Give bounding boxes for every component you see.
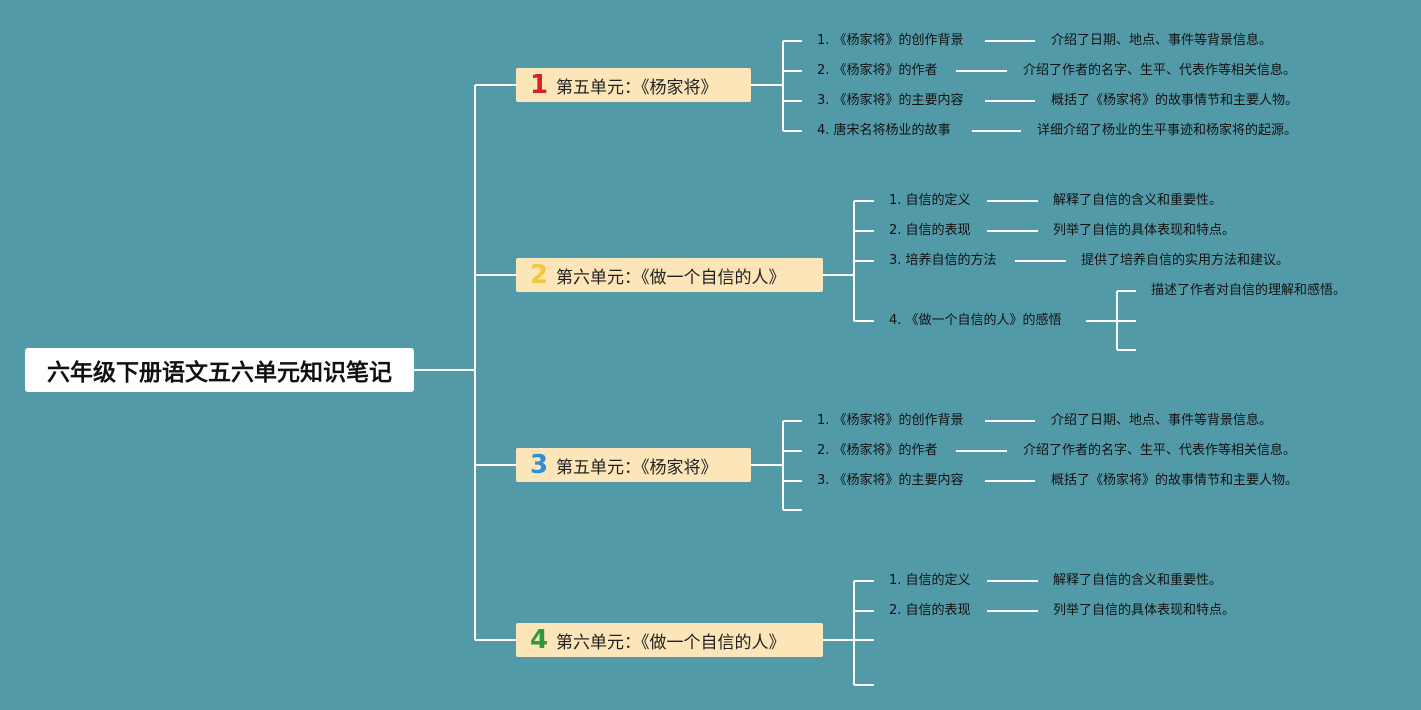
root-topic[interactable]: 六年级下册语文五六单元知识笔记 xyxy=(25,348,414,392)
subtopic-label[interactable]: 4. 唐宋名将杨业的故事 xyxy=(817,123,951,138)
detail-text[interactable]: 详细介绍了杨业的生平事迹和杨家将的起源。 xyxy=(1037,123,1298,138)
subtopic-label[interactable]: 1. 《杨家将》的创作背景 xyxy=(817,413,964,428)
branch-title: 第五单元：《杨家将》 xyxy=(556,77,718,98)
branch-title: 第六单元：《做一个自信的人》 xyxy=(556,267,786,288)
branch-1[interactable]: 1 第五单元：《杨家将》 xyxy=(516,68,751,102)
root-title: 六年级下册语文五六单元知识笔记 xyxy=(47,360,392,386)
branch-number: 1 xyxy=(529,70,549,100)
subtopic-label[interactable]: 2. 自信的表现 xyxy=(889,603,971,618)
subtopic-label[interactable]: 2. 《杨家将》的作者 xyxy=(817,63,938,78)
branch-number: 2 xyxy=(529,260,549,290)
subtopic-label[interactable]: 2. 自信的表现 xyxy=(889,223,971,238)
branch-number: 4 xyxy=(529,625,549,655)
detail-text[interactable]: 概括了《杨家将》的故事情节和主要人物。 xyxy=(1051,93,1299,108)
subtopic-label[interactable]: 3. 《杨家将》的主要内容 xyxy=(817,93,964,108)
branch-title: 第六单元：《做一个自信的人》 xyxy=(556,632,786,653)
subtopic-label[interactable]: 1. 《杨家将》的创作背景 xyxy=(817,33,964,48)
detail-text[interactable]: 介绍了作者的名字、生平、代表作等相关信息。 xyxy=(1023,63,1297,78)
detail-text[interactable]: 介绍了作者的名字、生平、代表作等相关信息。 xyxy=(1023,443,1297,458)
branch-2[interactable]: 2 第六单元：《做一个自信的人》 xyxy=(516,258,823,292)
subtopic-label[interactable]: 3. 培养自信的方法 xyxy=(889,253,997,268)
branch-4[interactable]: 4 第六单元：《做一个自信的人》 xyxy=(516,623,823,657)
subtopic-label[interactable]: 4. 《做一个自信的人》的感悟 xyxy=(889,313,1062,328)
detail-text[interactable]: 解释了自信的含义和重要性。 xyxy=(1053,193,1223,208)
detail-text[interactable]: 介绍了日期、地点、事件等背景信息。 xyxy=(1051,413,1273,428)
subtopic-label[interactable]: 3. 《杨家将》的主要内容 xyxy=(817,473,964,488)
branch-number: 3 xyxy=(529,450,549,480)
detail-text[interactable]: 列举了自信的具体表现和特点。 xyxy=(1053,603,1236,618)
detail-text[interactable]: 解释了自信的含义和重要性。 xyxy=(1053,573,1223,588)
subtopic-label[interactable]: 1. 自信的定义 xyxy=(889,573,971,588)
branch-title: 第五单元：《杨家将》 xyxy=(556,457,718,478)
subtopic-label[interactable]: 1. 自信的定义 xyxy=(889,193,971,208)
detail-text[interactable]: 提供了培养自信的实用方法和建议。 xyxy=(1081,253,1290,268)
detail-text[interactable]: 概括了《杨家将》的故事情节和主要人物。 xyxy=(1051,473,1299,488)
branch-3[interactable]: 3 第五单元：《杨家将》 xyxy=(516,448,751,482)
detail-text[interactable]: 描述了作者对自信的理解和感悟。 xyxy=(1151,283,1347,298)
subtopic-label[interactable]: 2. 《杨家将》的作者 xyxy=(817,443,938,458)
detail-text[interactable]: 介绍了日期、地点、事件等背景信息。 xyxy=(1051,33,1273,48)
detail-text[interactable]: 列举了自信的具体表现和特点。 xyxy=(1053,223,1236,238)
